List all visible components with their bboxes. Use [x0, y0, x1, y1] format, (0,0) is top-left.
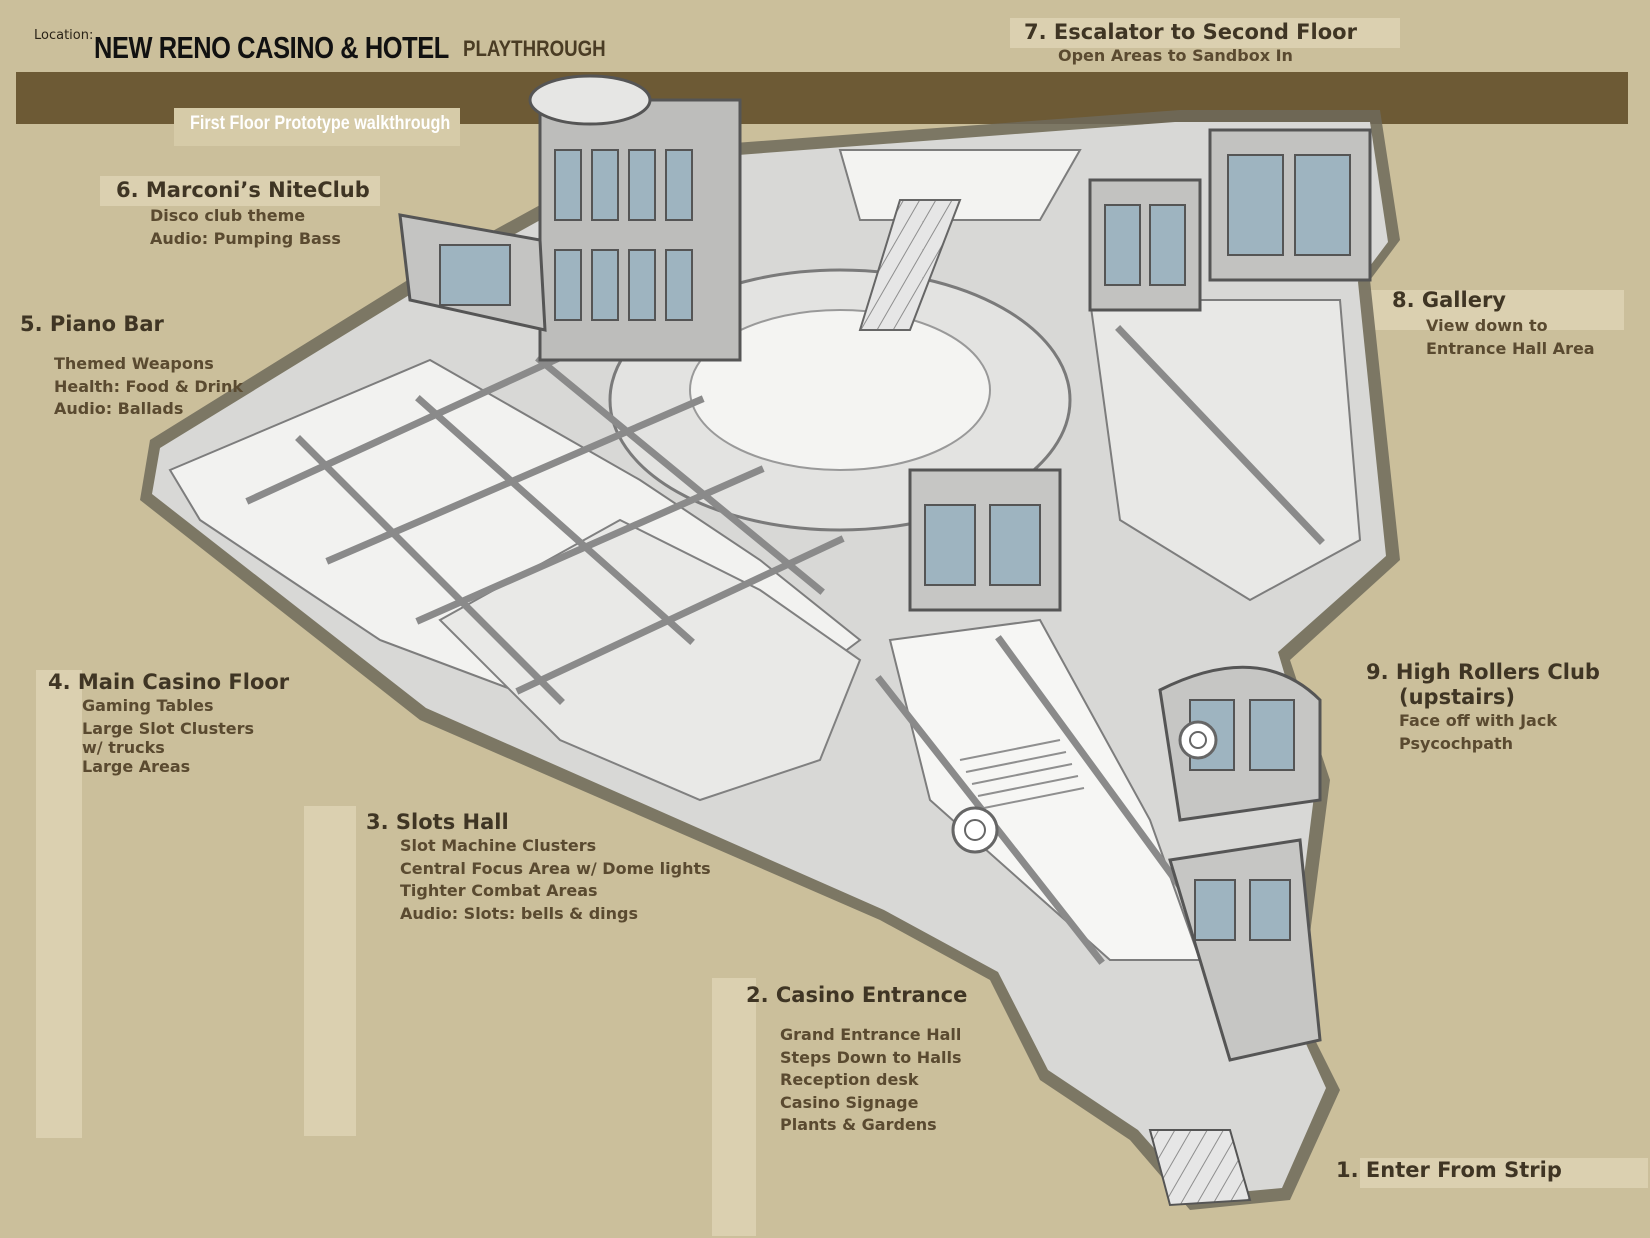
callout-main-casino-line: Large Areas	[82, 757, 191, 776]
callout-niteclub-title: 6. Marconi’s NiteClub	[116, 178, 370, 202]
callout-band-4	[36, 670, 82, 1138]
callout-casino-entrance-title: 2. Casino Entrance	[746, 983, 968, 1007]
callout-piano-bar: 5. Piano Bar Themed Weapons Health: Food…	[20, 312, 243, 421]
callout-niteclub: 6. Marconi’s NiteClub Disco club theme A…	[116, 178, 370, 250]
nightclub-tower	[528, 74, 742, 362]
callout-band-1	[1360, 1158, 1648, 1188]
callout-main-casino-line: Gaming Tables	[82, 696, 214, 715]
callout-niteclub-line: Audio: Pumping Bass	[150, 228, 341, 248]
slots-hall-floor	[438, 518, 862, 802]
callout-band-3	[304, 806, 356, 1136]
entrance-steps	[959, 739, 1085, 809]
central-rotunda-inner	[689, 309, 991, 471]
callout-enter-strip: 1. Enter From Strip	[1336, 1158, 1562, 1183]
callout-casino-entrance-line: Steps Down to Halls	[780, 1047, 962, 1067]
title-suffix: PLAYTHROUGH	[463, 36, 606, 61]
callout-piano-bar-line: Audio: Ballads	[54, 399, 184, 418]
entrance-pavilion	[908, 468, 1062, 612]
gallery-tower-left	[1088, 178, 1202, 312]
callout-main-casino-title: 4. Main Casino Floor	[48, 670, 290, 694]
callout-escalator: 7. Escalator to Second Floor Open Areas …	[1024, 20, 1357, 68]
callout-main-casino-line: w/ trucks	[82, 738, 165, 757]
callout-high-rollers-line: Face off with Jack	[1399, 711, 1557, 730]
subtitle-tab	[174, 108, 460, 146]
entrance-wing	[1168, 838, 1322, 1062]
piano-bar-wing	[398, 213, 547, 332]
callout-casino-entrance-line: Grand Entrance Hall	[780, 1025, 962, 1044]
callout-high-rollers: 9. High Rollers Club (upstairs) Face off…	[1366, 660, 1600, 755]
gallery-tower-right	[1208, 128, 1372, 282]
callout-slots-hall-line: Audio: Slots: bells & dings	[400, 903, 639, 923]
callout-piano-bar-line: Themed Weapons	[54, 354, 214, 373]
page-subtitle: First Floor Prototype walkthrough	[190, 113, 451, 134]
callout-high-rollers-title: 9. High Rollers Club	[1366, 660, 1600, 684]
callout-casino-entrance-line: Plants & Gardens	[780, 1115, 937, 1134]
street-stairs	[1148, 1129, 1252, 1207]
callout-slots-hall-line: Central Focus Area w/ Dome lights	[400, 858, 711, 878]
callout-gallery-title: 8. Gallery	[1392, 288, 1506, 312]
upper-landing	[838, 149, 1082, 221]
callout-casino-entrance-line: Casino Signage	[780, 1092, 919, 1112]
gallery-floor	[1088, 299, 1362, 602]
callout-gallery-line: Entrance Hall Area	[1426, 338, 1595, 358]
callout-slots-hall-line: Slot Machine Clusters	[400, 836, 597, 855]
callout-band-7	[1010, 18, 1400, 48]
callout-niteclub-line: Disco club theme	[150, 206, 306, 225]
entrance-hall-floor	[888, 618, 1202, 961]
escalator	[858, 199, 962, 331]
callout-casino-entrance-line: Reception desk	[780, 1070, 919, 1089]
fountains	[951, 720, 1218, 854]
callout-band-8	[1360, 290, 1624, 330]
callout-casino-entrance: 2. Casino Entrance Grand Entrance Hall S…	[746, 983, 967, 1137]
page-title: NEW RENO CASINO & HOTEL	[94, 30, 449, 65]
callout-slots-hall-line: Tighter Combat Areas	[400, 881, 598, 900]
callout-band-6	[100, 176, 380, 206]
callout-gallery-line: View down to	[1426, 316, 1548, 335]
callout-main-casino-line: Large Slot Clusters	[82, 718, 255, 738]
callout-band-2	[712, 978, 756, 1236]
callout-gallery: 8. Gallery View down to Entrance Hall Ar…	[1392, 288, 1595, 360]
callout-enter-strip-title: 1. Enter From Strip	[1336, 1158, 1562, 1182]
callout-slots-hall-title: 3. Slots Hall	[366, 810, 509, 834]
callout-piano-bar-title: 5. Piano Bar	[20, 312, 164, 336]
location-label: Location:	[34, 28, 94, 43]
callout-piano-bar-line: Health: Food & Drink	[54, 376, 244, 396]
callout-escalator-line: Open Areas to Sandbox In	[1058, 46, 1293, 65]
callout-escalator-title: 7. Escalator to Second Floor	[1024, 20, 1357, 44]
callout-high-rollers-line: Psycochpath	[1399, 733, 1514, 753]
callout-main-casino: 4. Main Casino Floor Gaming Tables Large…	[48, 670, 289, 779]
callout-slots-hall: 3. Slots Hall Slot Machine Clusters Cent…	[366, 810, 711, 925]
callout-high-rollers-title-line2: (upstairs)	[1399, 685, 1515, 709]
